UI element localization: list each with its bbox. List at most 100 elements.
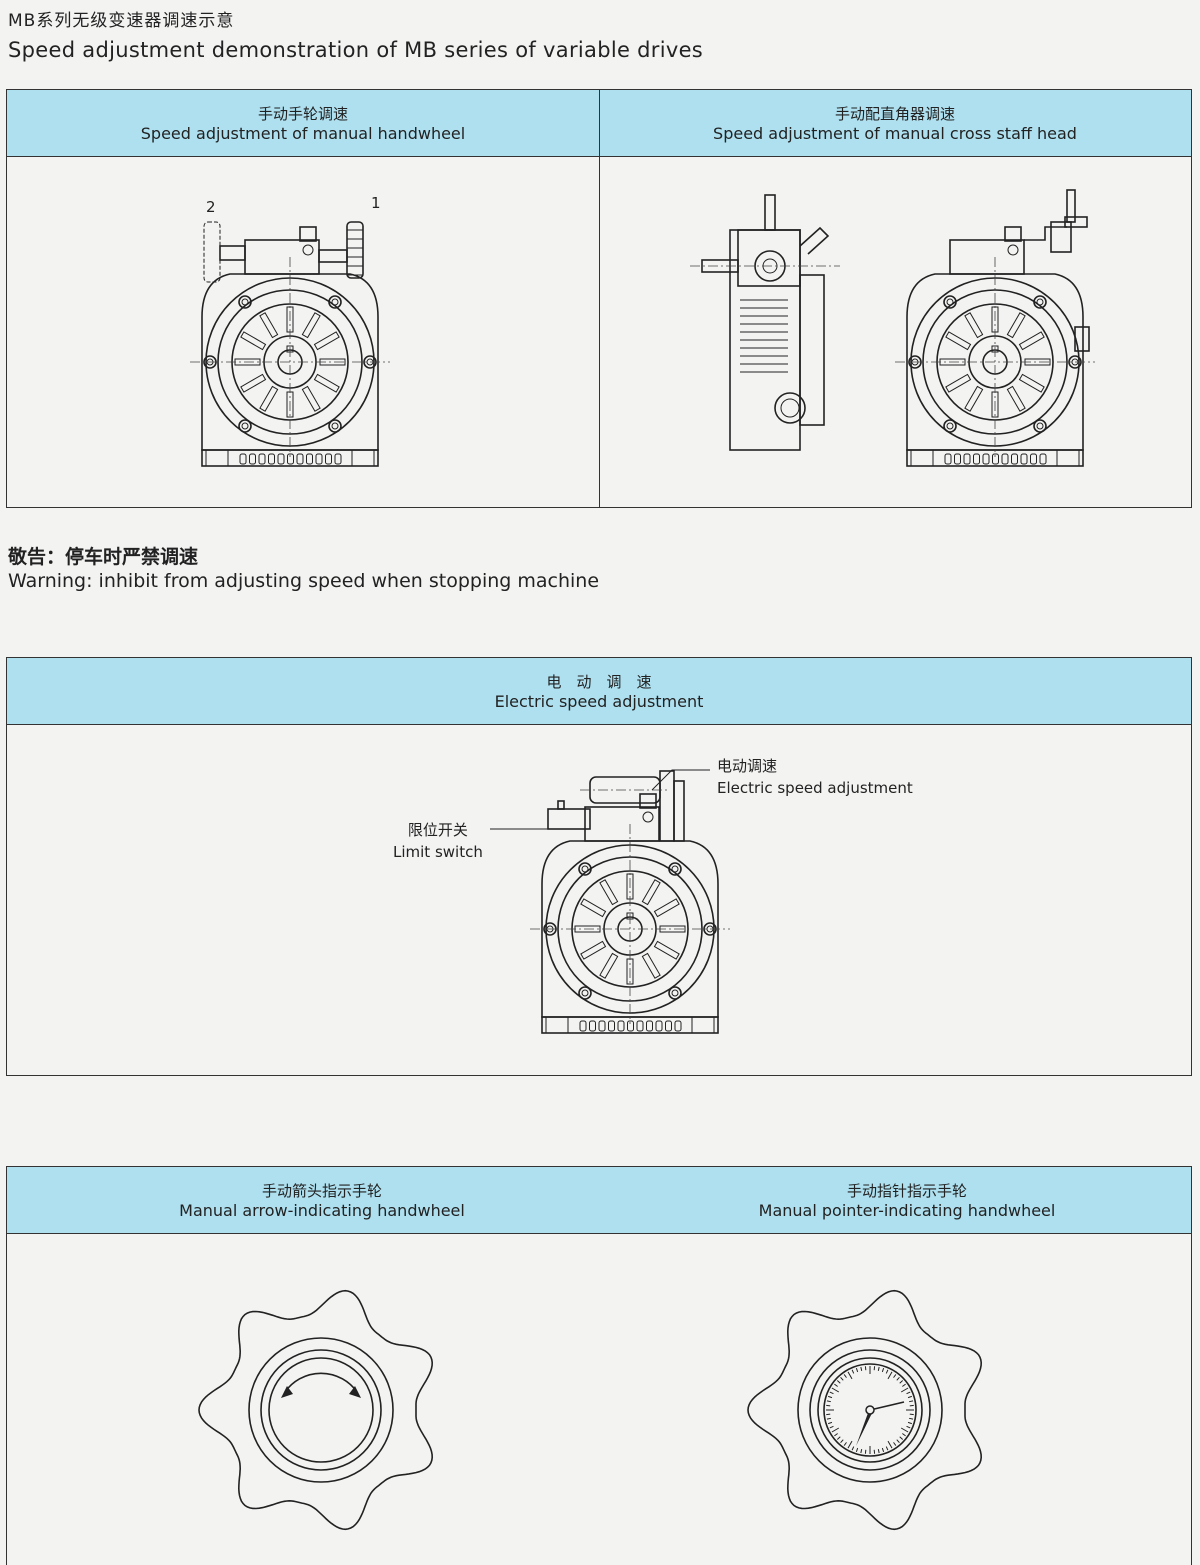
fan-spoke	[259, 385, 279, 412]
header-cell-cross-staff: 手动配直角器调速 Speed adjustment of manual cros…	[599, 90, 1191, 156]
base-fin	[1030, 453, 1037, 465]
bolt-hole	[241, 298, 249, 306]
header-title-cn: 手动指针指示手轮	[846, 1182, 967, 1200]
cross-staff-drive-drawing	[895, 189, 1095, 467]
base-fin	[589, 1020, 596, 1032]
fan-spoke	[626, 958, 634, 985]
fan-spoke	[1006, 385, 1026, 412]
dial-tick	[826, 1400, 831, 1403]
base-fin	[239, 453, 247, 465]
dial-hub	[865, 1405, 875, 1415]
fan-spoke	[1018, 331, 1045, 351]
bolt-hole	[1036, 422, 1044, 430]
wheel-ring-outer	[248, 1337, 394, 1483]
dial-tick	[907, 1395, 913, 1399]
dial-tick	[829, 1425, 834, 1429]
dial-tick	[831, 1387, 840, 1393]
dial-tick	[834, 1383, 838, 1387]
side-knob	[1074, 326, 1090, 352]
wheel-ring-mid	[260, 1349, 382, 1471]
dial-tick	[899, 1436, 904, 1440]
gearbox-cap	[639, 793, 657, 809]
housing-outline	[906, 273, 1084, 451]
housing-outline	[201, 273, 379, 451]
dial-tick	[907, 1421, 913, 1425]
top-shaft	[764, 194, 776, 231]
dial-tick	[836, 1380, 841, 1384]
electric-drive-drawing	[530, 770, 730, 1034]
fan-spoke	[653, 940, 680, 960]
bolt-circle	[1033, 295, 1047, 309]
dial-face	[823, 1363, 917, 1457]
handwheel-label-2: 2	[206, 198, 216, 216]
dial-tick	[851, 1369, 855, 1374]
warning-en: Warning: inhibit from adjusting speed wh…	[8, 570, 600, 592]
dial-tick	[851, 1446, 855, 1451]
fan-spoke	[580, 940, 607, 960]
bolt-hole	[241, 422, 249, 430]
fan-spoke	[945, 373, 972, 393]
dial-tick	[855, 1447, 859, 1453]
foot-left	[545, 1016, 569, 1034]
shaft-left	[219, 245, 246, 261]
fan-spoke	[301, 312, 321, 339]
gearbox-cap	[299, 226, 317, 242]
handwheel-label-1: 1	[371, 194, 381, 212]
fan-spoke	[659, 925, 686, 933]
dial-tick	[887, 1371, 893, 1380]
arrow-arc	[284, 1372, 358, 1393]
dial-tick	[885, 1446, 889, 1451]
bolt-hole	[671, 989, 679, 997]
foot-right	[351, 449, 375, 467]
dial-tick	[840, 1439, 844, 1444]
fan-spoke	[939, 358, 966, 366]
dial-tick	[887, 1440, 893, 1449]
fan-spoke	[964, 385, 984, 412]
base-fin	[306, 453, 313, 465]
base-fin	[1020, 453, 1028, 465]
cross-head-body	[1050, 221, 1072, 253]
fan-spoke	[313, 331, 340, 351]
base-fin	[973, 453, 980, 465]
fan-spoke	[574, 925, 601, 933]
base-fin	[646, 1020, 653, 1032]
dial-tick	[843, 1374, 847, 1378]
page-title-en: Speed adjustment demonstration of MB ser…	[8, 38, 704, 62]
dial-tick	[836, 1436, 841, 1440]
bolt-circle	[238, 419, 252, 433]
bolt-circle	[943, 295, 957, 309]
dial-tick	[847, 1440, 853, 1449]
base-fin	[258, 453, 266, 465]
panel-divider	[599, 90, 600, 507]
foot-right	[691, 1016, 715, 1034]
dial-tick	[909, 1400, 914, 1403]
fan-spoke	[313, 373, 340, 393]
wheel-ring-outer	[797, 1337, 943, 1483]
dial-tick	[896, 1376, 900, 1381]
base-fin	[1001, 453, 1009, 465]
wheel-ring-mid	[809, 1349, 931, 1471]
base-fin	[944, 453, 952, 465]
side-flange	[799, 274, 825, 426]
bolt-circle	[328, 295, 342, 309]
base-fin	[287, 453, 294, 465]
leader-electric	[651, 769, 710, 791]
fan-spoke	[240, 331, 267, 351]
dial-tick	[829, 1391, 834, 1395]
fan-spoke	[259, 312, 279, 339]
dial-tick	[826, 1417, 831, 1420]
bolt-circle	[668, 986, 682, 1000]
fan-spoke	[641, 879, 661, 906]
foot-right	[1056, 449, 1080, 467]
bolt-hole	[581, 865, 589, 873]
base-fin	[579, 1020, 587, 1032]
wheel-ring-inner	[817, 1357, 923, 1463]
header-cell-electric: 电 动 调 速 Electric speed adjustment	[7, 658, 1191, 724]
header-title-en: Manual pointer-indicating handwheel	[758, 1201, 1056, 1220]
fan-spoke	[301, 385, 321, 412]
fan-spoke	[240, 373, 267, 393]
bracket	[1024, 226, 1067, 241]
limit-switch-body	[547, 808, 591, 830]
dial-tick	[843, 1442, 847, 1446]
